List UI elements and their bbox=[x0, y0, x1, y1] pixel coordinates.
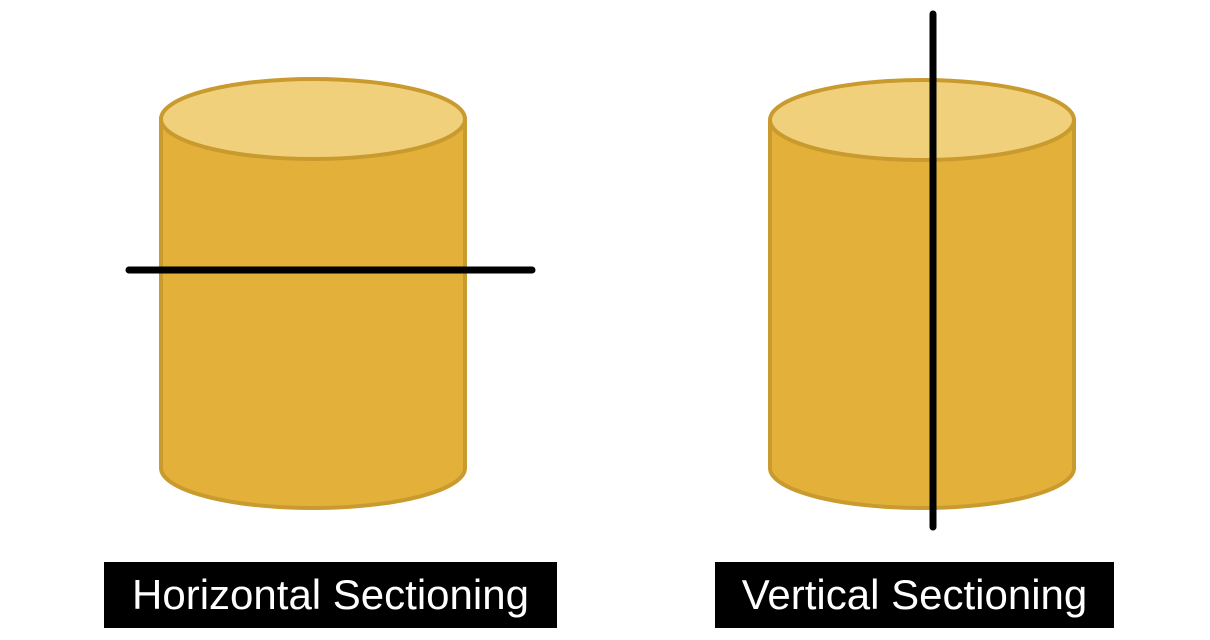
left-cylinder-top bbox=[159, 77, 467, 161]
vertical-sectioning-caption: Vertical Sectioning bbox=[715, 562, 1114, 628]
vertical-sectioning-panel bbox=[768, 10, 1076, 531]
right-cylinder-top bbox=[768, 78, 1076, 162]
horizontal-sectioning-panel bbox=[125, 77, 536, 510]
right-cylinder-body bbox=[768, 119, 1076, 510]
horizontal-sectioning-caption: Horizontal Sectioning bbox=[104, 562, 557, 628]
left-cylinder-body bbox=[159, 117, 467, 510]
right-cylinder bbox=[768, 78, 1076, 510]
left-cylinder bbox=[159, 77, 467, 510]
